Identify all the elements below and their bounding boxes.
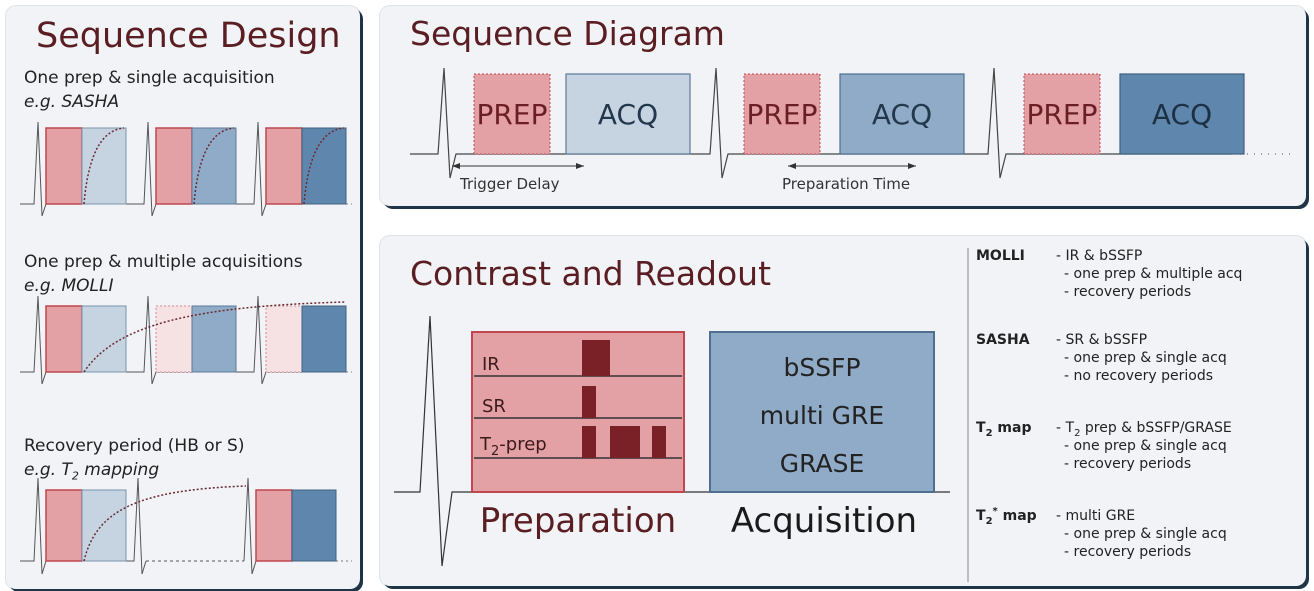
prep-block bbox=[45, 489, 83, 562]
seq-t2star-detail: - recovery periods bbox=[1064, 544, 1191, 560]
seq-sasha-name: SASHA bbox=[976, 332, 1030, 348]
acquisition-box bbox=[709, 331, 935, 493]
example-sasha-desc: One prep & single acquisition bbox=[24, 68, 275, 88]
preparation-box bbox=[471, 331, 685, 493]
acq-block bbox=[81, 127, 127, 205]
contrast-readout-title: Contrast and Readout bbox=[410, 254, 772, 293]
sr-pulse bbox=[582, 386, 596, 418]
seq-t2map-name: T2 map bbox=[976, 420, 1031, 439]
acq-block bbox=[301, 127, 347, 205]
example-sasha-eg: e.g. SASHA bbox=[24, 92, 120, 112]
prep-block-2 bbox=[743, 73, 821, 155]
trigger-delay-label: Trigger Delay bbox=[459, 175, 560, 193]
sequence-design-panel: Sequence Design One prep & single acquis… bbox=[6, 6, 360, 589]
acq-block bbox=[81, 489, 127, 562]
t2-pulse-2 bbox=[610, 426, 640, 458]
acq-block-2 bbox=[839, 73, 965, 155]
seq-t2map-detail: - one prep & single acq bbox=[1064, 438, 1227, 454]
prep-label-3: PREP bbox=[1027, 98, 1098, 131]
acq-line-grase: GRASE bbox=[780, 449, 865, 478]
ecg-trace bbox=[410, 67, 1232, 179]
sequence-diagram-panel: Sequence Diagram PREP ACQ PREP ACQ PREP … bbox=[380, 6, 1306, 206]
molli-schematic bbox=[20, 295, 352, 385]
prep-label-2: PREP bbox=[747, 98, 818, 131]
seq-molli-detail: - one prep & multiple acq bbox=[1064, 266, 1242, 282]
acq-label-2: ACQ bbox=[872, 98, 932, 131]
example-t2-desc: Recovery period (HB or S) bbox=[24, 436, 245, 456]
prep-row-t2: T2-prep bbox=[479, 434, 547, 459]
prep-block-3 bbox=[1023, 73, 1101, 155]
t2-mapping-schematic bbox=[20, 477, 352, 575]
sequence-list: MOLLI - IR & bSSFP - one prep & multiple… bbox=[976, 248, 1242, 560]
sequence-design-title: Sequence Design bbox=[36, 16, 341, 56]
prep-block bbox=[45, 127, 83, 205]
seq-t2map-detail: - T2 prep & bSSFP/GRASE bbox=[1056, 420, 1232, 439]
seq-t2star-detail: - multi GRE bbox=[1056, 508, 1135, 524]
prep-block-faded bbox=[155, 305, 193, 373]
seq-sasha-detail: - SR & bSSFP bbox=[1056, 332, 1147, 348]
prep-block bbox=[45, 305, 83, 373]
seq-sasha-detail: - one prep & single acq bbox=[1064, 350, 1227, 366]
sasha-schematic bbox=[20, 121, 352, 217]
example-molli-eg: e.g. MOLLI bbox=[24, 276, 114, 296]
acq-block bbox=[191, 127, 237, 205]
prep-block bbox=[255, 489, 293, 562]
prep-label-1: PREP bbox=[477, 98, 548, 131]
acq-line-multigre: multi GRE bbox=[760, 401, 884, 430]
acq-block-3 bbox=[1119, 73, 1245, 155]
prep-block bbox=[155, 127, 193, 205]
acq-block bbox=[191, 305, 237, 373]
seq-molli-name: MOLLI bbox=[976, 248, 1025, 264]
acq-block bbox=[301, 305, 347, 373]
seq-t2star-name: T2* map bbox=[976, 506, 1037, 527]
seq-molli-detail: - recovery periods bbox=[1064, 284, 1191, 300]
acq-label-1: ACQ bbox=[598, 98, 658, 131]
seq-sasha-detail: - no recovery periods bbox=[1064, 368, 1213, 384]
prep-row-ir: IR bbox=[482, 354, 500, 375]
t2-pulse-1 bbox=[582, 426, 596, 458]
preparation-label: Preparation bbox=[480, 501, 676, 541]
acq-block bbox=[81, 305, 127, 373]
sequence-diagram-graphic: PREP ACQ PREP ACQ PREP ACQ Trigger Delay… bbox=[410, 67, 1290, 193]
acquisition-label: Acquisition bbox=[731, 501, 917, 541]
contrast-readout-panel: Contrast and Readout IR SR T2-prep bSSFP… bbox=[380, 236, 1306, 586]
sequence-design-schematics bbox=[20, 121, 352, 575]
seq-t2map-detail: - recovery periods bbox=[1064, 456, 1191, 472]
sequence-diagram-title: Sequence Diagram bbox=[410, 14, 725, 53]
acq-label-3: ACQ bbox=[1152, 98, 1212, 131]
example-t2-eg: e.g. T2 mapping bbox=[24, 460, 160, 483]
seq-molli-detail: - IR & bSSFP bbox=[1056, 248, 1142, 264]
contrast-readout-graphic: IR SR T2-prep bSSFP multi GRE GRASE Prep… bbox=[394, 248, 1242, 582]
prep-block-faded bbox=[265, 305, 303, 373]
acq-block-1 bbox=[565, 73, 691, 155]
acq-line-bssfp: bSSFP bbox=[783, 353, 860, 382]
seq-t2star-detail: - one prep & single acq bbox=[1064, 526, 1227, 542]
preparation-time-label: Preparation Time bbox=[782, 175, 910, 193]
acq-block bbox=[291, 489, 337, 562]
prep-block bbox=[265, 127, 303, 205]
t2-pulse-3 bbox=[652, 426, 666, 458]
example-molli-desc: One prep & multiple acquisitions bbox=[24, 252, 303, 272]
ir-pulse bbox=[582, 340, 610, 376]
prep-block-1 bbox=[473, 73, 551, 155]
prep-row-sr: SR bbox=[482, 396, 506, 417]
